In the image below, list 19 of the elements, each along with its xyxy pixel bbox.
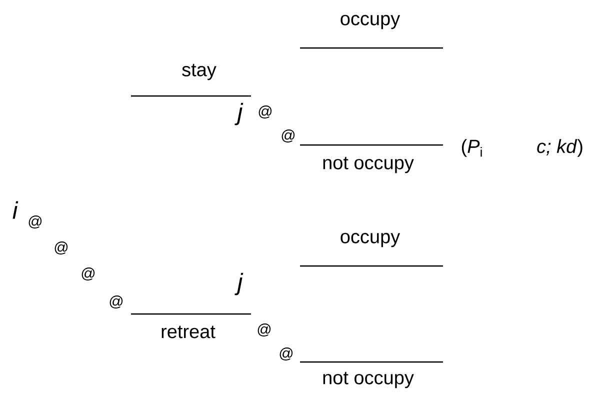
branch-label: not occupy xyxy=(323,372,414,388)
at-sign: @ xyxy=(28,216,42,228)
player-label: i xyxy=(12,201,18,219)
at-sign: @ xyxy=(110,296,123,308)
branch-label: occupy xyxy=(340,14,400,30)
branch-label: stay xyxy=(182,64,216,80)
branch-label: (P$_{i}$ xyxy=(462,139,482,157)
branch-label: not occupy xyxy=(323,156,414,174)
at-sign: @ xyxy=(258,324,271,336)
branch-label: retreat xyxy=(162,326,216,338)
player-label: j xyxy=(234,102,244,126)
at-sign: @ xyxy=(54,242,68,254)
branch-label: occupy xyxy=(340,232,400,248)
branch-label: c; kd) xyxy=(537,139,582,157)
at-sign: @ xyxy=(258,106,272,118)
at-sign: @ xyxy=(82,268,95,280)
player-label: j xyxy=(234,272,244,296)
at-sign: @ xyxy=(282,130,295,142)
at-sign: @ xyxy=(280,348,293,360)
